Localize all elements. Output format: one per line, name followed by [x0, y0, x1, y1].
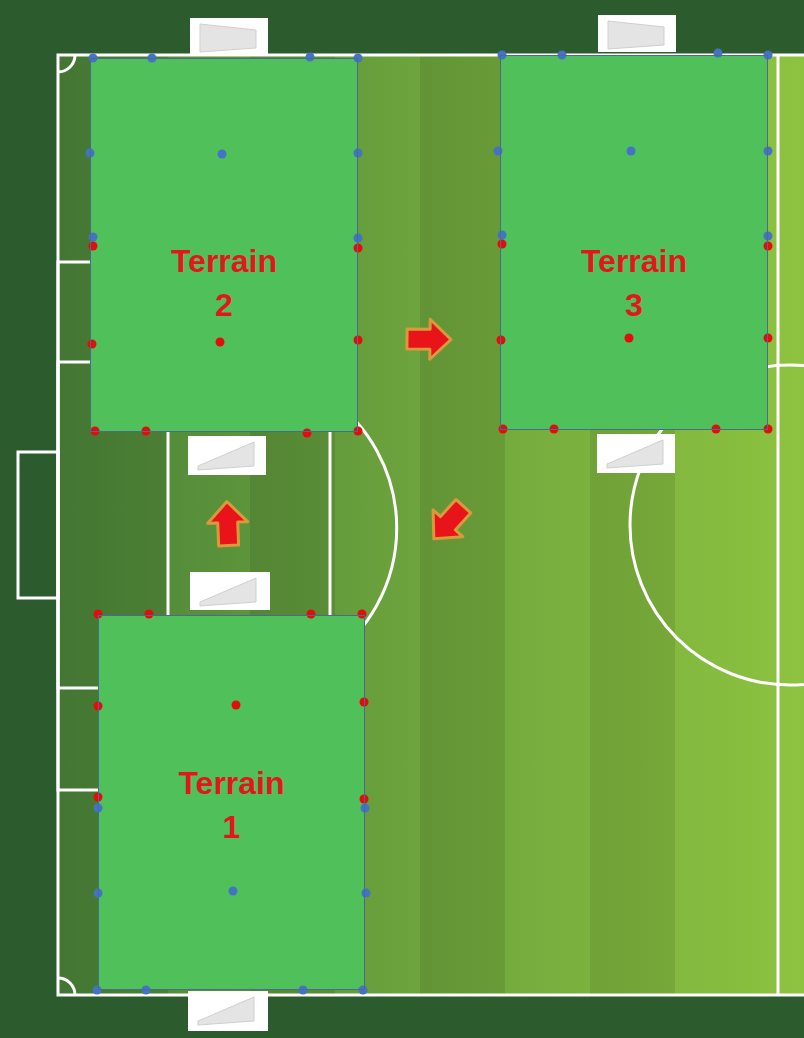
rotation-arrow — [407, 319, 451, 359]
zone-label: Terrain 2 — [162, 239, 286, 327]
arrow-shape — [207, 501, 249, 547]
arrow-shape — [407, 319, 451, 359]
pitch-zone: Terrain 3 — [500, 55, 768, 430]
rotation-arrow — [419, 493, 478, 552]
pitch-zone: Terrain 1 — [98, 615, 365, 990]
rotation-arrow — [207, 501, 249, 547]
zone-label: Terrain 3 — [572, 239, 696, 327]
arrow-shape — [419, 493, 478, 552]
pitch-zone: Terrain 2 — [90, 58, 358, 432]
zone-label: Terrain 1 — [170, 761, 294, 849]
